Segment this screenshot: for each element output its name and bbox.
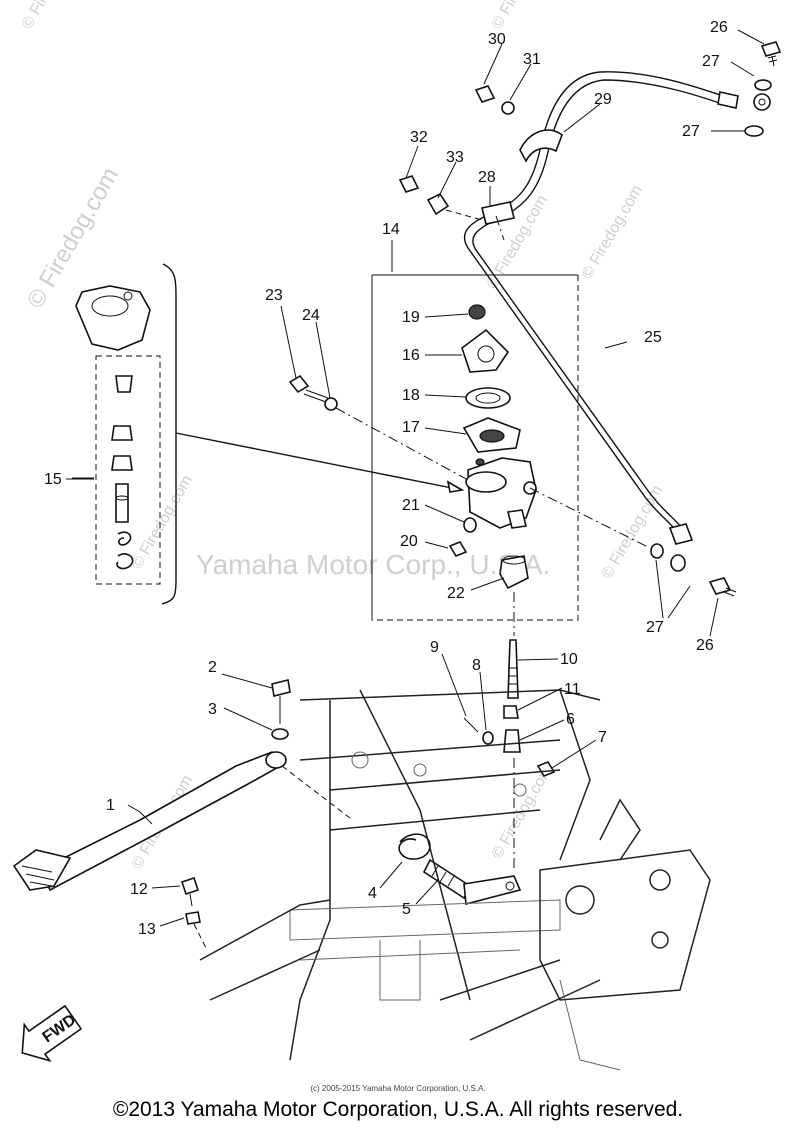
callout-13: 13 [138,921,156,938]
callout-18: 18 [402,387,420,404]
brake-pedal [12,679,351,949]
callout-31: 31 [523,51,541,68]
callout-26-bottom: 26 [696,637,714,654]
bolt-23-group [288,374,469,481]
callout-21: 21 [402,497,420,514]
inset-cylinder [75,285,151,351]
top-fasteners [398,41,782,241]
callout-33: 33 [446,149,464,166]
callout-25: 25 [644,329,662,346]
pin-9 [463,717,479,733]
bolt-23 [288,374,310,394]
callout-17: 17 [402,419,420,436]
washer-24 [324,397,338,411]
spring-4 [398,833,431,860]
nut-13 [185,911,201,925]
inset-spring-clip [117,531,132,546]
callout-26-top: 26 [710,19,728,36]
inset-seal-a [111,425,133,441]
callout-27-top: 27 [702,53,720,70]
washer-21 [463,517,477,533]
callout-12: 12 [130,881,148,898]
callout-7: 7 [598,729,607,746]
bolt-7 [536,761,556,777]
callout-6: 6 [566,711,575,728]
callout-5: 5 [402,901,411,918]
inset-piston-cup [115,375,133,393]
pushrod-10 [507,639,519,699]
watermark-firedog-right: © Firedog.com [579,182,646,282]
callout-19: 19 [402,309,420,326]
callout-4: 4 [368,885,377,902]
callout-11: 11 [564,681,581,698]
callout-1: 1 [106,797,115,814]
callout-labels: 1 2 3 4 5 6 7 8 9 10 11 12 13 14 15 16 1… [44,19,728,938]
brake-hose [463,71,771,545]
callout-29: 29 [594,91,612,108]
watermark-firedog-mid: © Firedog.com [129,472,196,572]
bolt-30 [474,85,496,103]
callout-14: 14 [382,221,400,238]
callout-23: 23 [265,287,283,304]
inset-circlip [116,553,134,570]
callout-27-bottom: 27 [646,619,664,636]
washer-27-mid [744,125,764,137]
washer-31 [501,101,515,115]
washer-27-lower-a [650,543,664,559]
nut-11 [503,705,519,719]
clevis-6 [503,729,521,753]
bolt-12 [180,876,200,896]
lower-right-fasteners [650,543,737,597]
fwd-arrow: FWD [21,1004,83,1063]
callout-8: 8 [472,657,481,674]
callout-16: 16 [402,347,420,364]
callout-15: 15 [44,471,62,488]
bolt-32 [398,175,420,193]
callout-2: 2 [208,659,217,676]
washer-27-lower-b [670,554,686,572]
callout-10: 10 [560,651,578,668]
frame [199,689,711,1071]
cap-16 [461,328,510,373]
bolt-19 [468,304,486,320]
boot-22 [499,555,529,590]
callout-32: 32 [410,129,428,146]
bolt-2 [271,679,291,697]
pedal-arm-1 [38,751,286,892]
callout-20: 20 [400,533,418,550]
inset-15 [72,263,465,605]
inset-piston [115,483,129,523]
inset-seal-b [111,455,133,471]
pushrod-parts [463,592,556,870]
callout-24: 24 [302,307,320,324]
callout-9: 9 [430,639,439,656]
callout-28: 28 [478,169,496,186]
main-copyright: ©2013 Yamaha Motor Corporation, U.S.A. A… [112,1098,684,1121]
shaft-5 [422,858,472,900]
diaphragm-18 [465,387,511,409]
washer-27-top [754,79,772,91]
bolt-26-lower [708,577,732,595]
washer-8 [482,731,494,745]
bolt-26-top [760,41,782,57]
washer-3 [271,728,289,740]
bolt-20 [448,541,468,557]
callout-22: 22 [447,585,465,602]
watermark-firedog-topright: © Firedog.com [489,0,556,32]
watermark-firedog-lower-right: © Firedog.com [599,482,666,582]
clamp-33 [426,192,450,216]
watermark-firedog-topleft: © Firedog.com [19,0,86,32]
callout-27-mid: 27 [682,123,700,140]
leader-lines [127,29,765,927]
small-copyright: (c) 2005-2015 Yamaha Motor Corporation, … [310,1084,486,1093]
master-cylinder-group [371,240,651,621]
watermark-company: Yamaha Motor Corp., U.S.A. [196,549,550,580]
callout-30: 30 [488,31,506,48]
callout-3: 3 [208,701,217,718]
